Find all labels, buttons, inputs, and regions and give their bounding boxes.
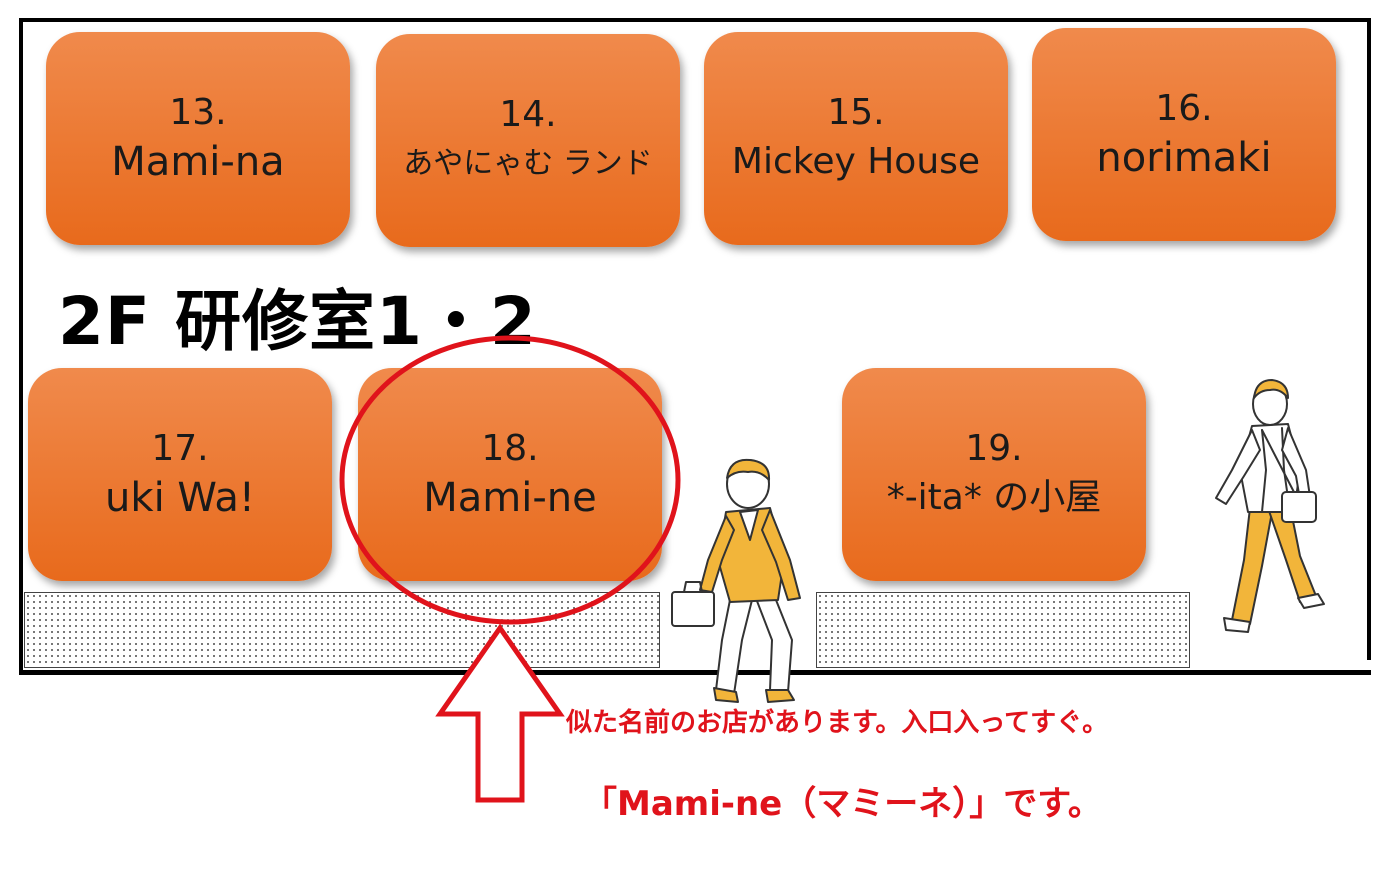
booth-number: 16. xyxy=(1155,87,1213,129)
booth-17[interactable]: 17. uki Wa! xyxy=(28,368,332,581)
booth-14[interactable]: 14. あやにゃむ ランド xyxy=(376,34,680,247)
floor-frame-right xyxy=(1367,18,1371,660)
booth-15[interactable]: 15. Mickey House xyxy=(704,32,1008,245)
up-arrow-icon xyxy=(435,623,565,803)
floor-frame-bottom xyxy=(19,670,1371,675)
walking-man-with-shoulder-bag-icon xyxy=(1215,379,1325,633)
booth-name: あやにゃむ ランド xyxy=(403,145,653,181)
booth-18[interactable]: 18. Mami-ne xyxy=(358,368,662,581)
floor-frame-top xyxy=(19,18,1371,22)
booth-number: 14. xyxy=(499,93,557,135)
counter-right xyxy=(816,592,1190,668)
counter-left xyxy=(24,592,660,668)
booth-13[interactable]: 13. Mami-na xyxy=(46,32,350,245)
booth-19[interactable]: 19. *-ita* の小屋 xyxy=(842,368,1146,581)
booth-16[interactable]: 16. norimaki xyxy=(1032,28,1336,241)
booth-number: 18. xyxy=(481,427,539,469)
walking-man-with-briefcase-icon xyxy=(671,458,801,703)
caption-line1: 似た名前のお店があります。入口入ってすぐ。 xyxy=(566,708,1109,738)
booth-number: 15. xyxy=(827,91,885,133)
caption-line2: 「Mami-ne（マミーネ）」です。 xyxy=(583,784,1102,824)
booth-number: 13. xyxy=(169,91,227,133)
booth-number: 17. xyxy=(151,427,209,469)
booth-name: Mickey House xyxy=(731,140,981,182)
booth-name: Mami-na xyxy=(111,138,285,185)
booth-name: Mami-ne xyxy=(423,474,597,521)
booth-name: *-ita* の小屋 xyxy=(886,476,1102,518)
booth-name: uki Wa! xyxy=(105,474,255,521)
floor-frame-left xyxy=(19,18,23,675)
booth-name: norimaki xyxy=(1096,134,1272,181)
highlight-circle xyxy=(339,335,681,625)
booth-number: 19. xyxy=(965,427,1023,469)
